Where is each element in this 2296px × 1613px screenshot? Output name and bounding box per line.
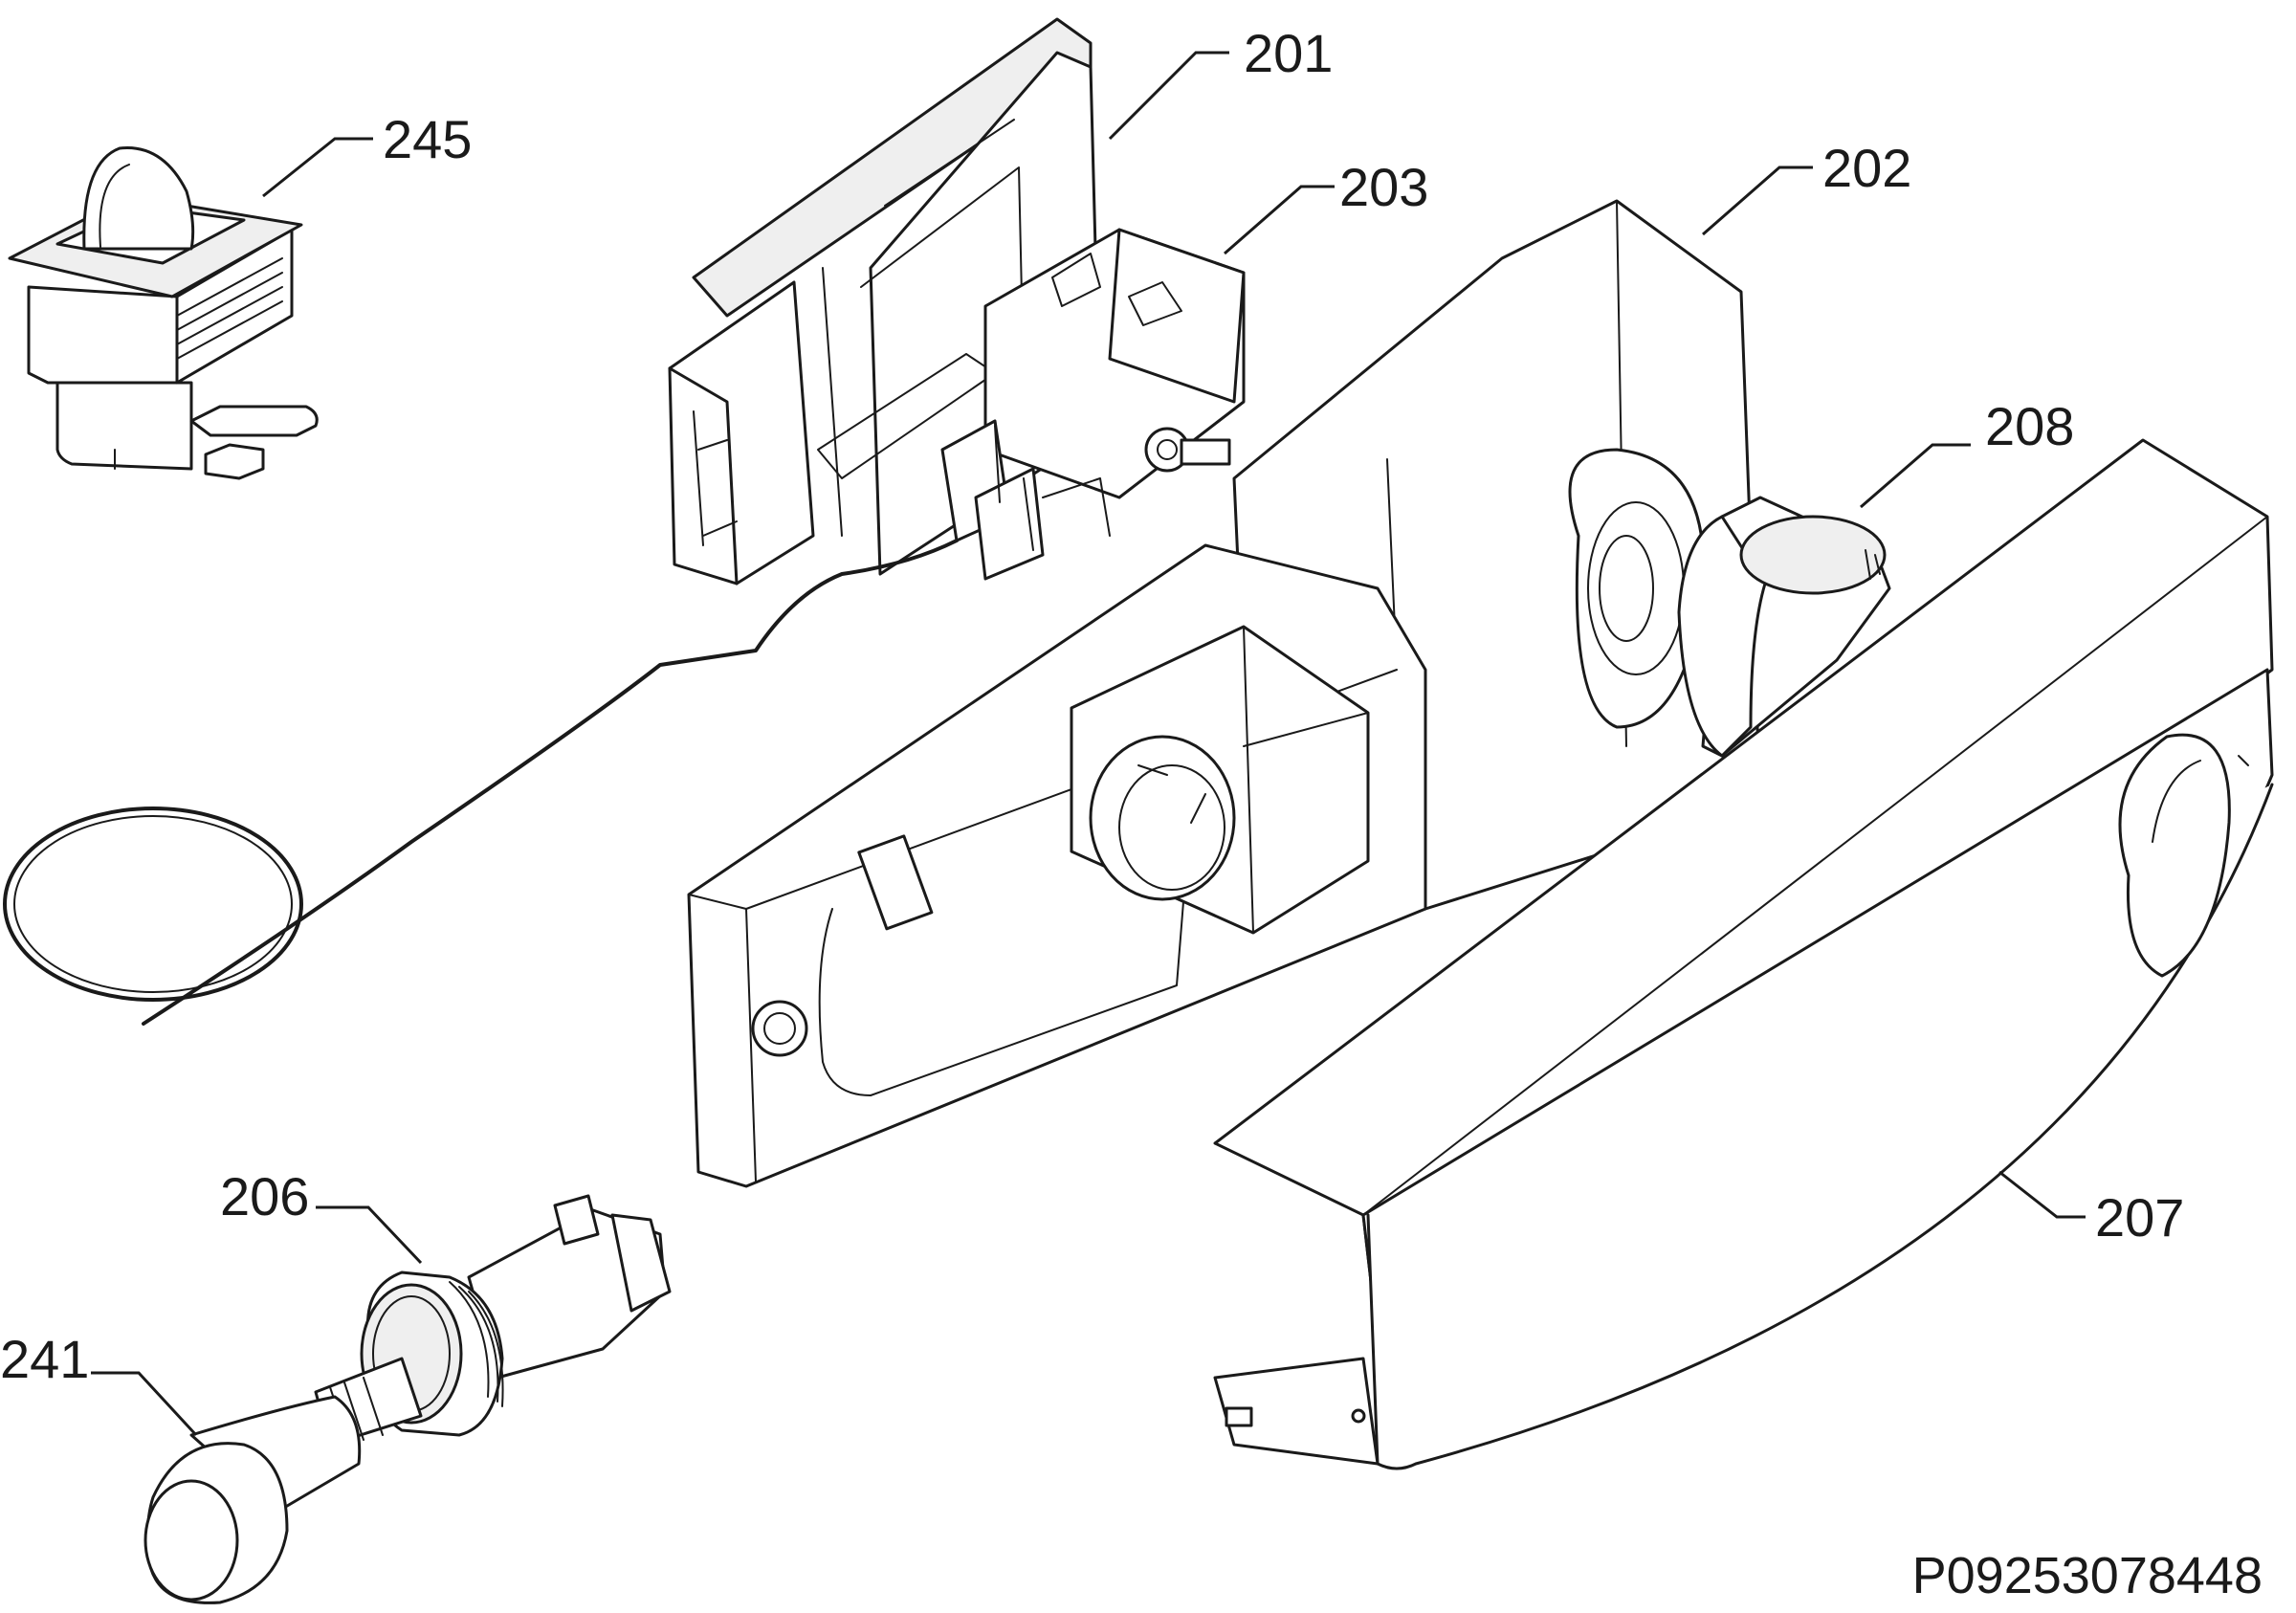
callout-206: 206 (220, 1166, 309, 1226)
part-245-rocker-switch (8, 146, 319, 480)
leader-lines (91, 51, 2086, 1437)
part-208-motor (1677, 496, 1891, 758)
drawing-code: P09253078448 (1912, 1547, 2263, 1604)
part-207-front-cover (1213, 438, 2274, 1470)
callout-241: 241 (0, 1329, 89, 1389)
part-202-control-housing (687, 199, 1762, 1188)
callout-203: 203 (1339, 157, 1428, 217)
callout-201: 201 (1244, 23, 1333, 83)
callout-202: 202 (1822, 138, 1911, 198)
part-203-thermostat (940, 228, 1246, 581)
callout-245: 245 (383, 109, 472, 169)
part-206-lamp-holder (360, 1194, 672, 1437)
callout-208: 208 (1985, 396, 2074, 456)
capillary-tube (3, 539, 959, 1026)
part-241-lamp-bulb (144, 1357, 423, 1604)
callout-207: 207 (2095, 1187, 2184, 1248)
